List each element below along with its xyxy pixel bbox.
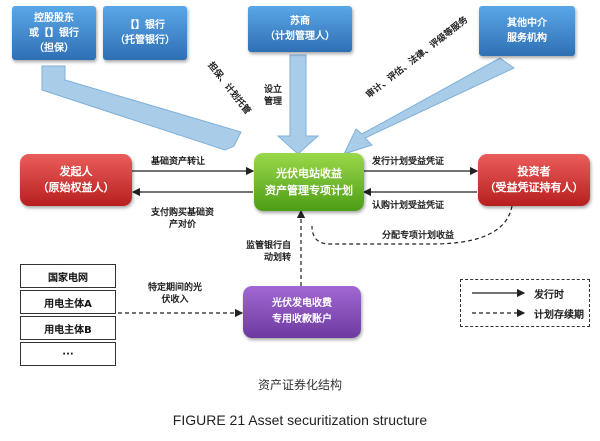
label-pv-income-line-1: 特定期间的光 xyxy=(148,283,203,293)
custodian-line-2: （托管银行） xyxy=(115,35,175,46)
label-distribute: 分配专项计划收益 xyxy=(382,231,455,241)
guarantor-line-2: 或【】银行 xyxy=(29,27,79,39)
legend-issuance-label: 发行时 xyxy=(534,290,564,301)
chinese-caption: 资产证券化结构 xyxy=(257,378,342,392)
plan-line-2: 资产管理专项计划 xyxy=(265,184,353,197)
block-arrow-guarantor-custodian xyxy=(41,65,242,151)
account-line-1: 光伏发电收费 xyxy=(272,298,332,309)
collection-account-node: 光伏发电收费 专用收款账户 xyxy=(243,286,361,338)
guarantor-node: 控股股东 或【】银行 （担保） xyxy=(12,6,96,60)
plan-line-1: 光伏电站收益 xyxy=(276,167,342,180)
manager-node: 苏商 （计划管理人） xyxy=(248,6,352,52)
originator-node: 发起人 （原始权益人） xyxy=(20,154,132,206)
agencies-line-1: 其他中介 xyxy=(507,18,547,29)
source-state-grid: 国家电网 xyxy=(20,264,116,288)
originator-line-1: 发起人 xyxy=(59,165,93,178)
label-asset-transfer: 基础资产转让 xyxy=(151,157,206,167)
investor-node: 投资者 （受益凭证持有人） xyxy=(478,154,590,206)
guarantor-line-1: 控股股东 xyxy=(34,12,74,24)
source-user-a: 用电主体A xyxy=(20,290,116,314)
label-payment: 支付购买基础资 产对价 xyxy=(151,207,214,231)
block-arrow-manager xyxy=(276,54,320,155)
label-payment-line-2: 产对价 xyxy=(169,220,197,230)
manager-line-2: （计划管理人） xyxy=(265,31,335,42)
manager-line-1: 苏商 xyxy=(290,16,310,27)
source-user-b: 用电主体B xyxy=(20,316,116,340)
figure-caption: FIGURE 21 Asset securitization structure xyxy=(172,412,428,428)
label-payment-line-1: 支付购买基础资 xyxy=(151,208,215,218)
investor-line-2: （受益凭证持有人） xyxy=(484,181,584,194)
originator-line-2: （原始权益人） xyxy=(37,181,115,194)
label-subscribe-cert: 认购计划受益凭证 xyxy=(372,201,445,211)
label-pv-income: 特定期间的光 伏收入 xyxy=(148,282,202,306)
label-establish-manage: 设立管理 xyxy=(264,85,283,107)
source-more: ··· xyxy=(20,342,116,366)
guarantor-line-3: （担保） xyxy=(34,42,74,54)
account-line-2: 专用收款账户 xyxy=(272,314,332,325)
custodian-node: 【】银行 （托管银行） xyxy=(103,6,187,60)
agencies-node: 其他中介 服务机构 xyxy=(479,6,575,56)
agencies-line-2: 服务机构 xyxy=(507,33,547,44)
legend-duration-label: 计划存续期 xyxy=(534,310,584,321)
investor-line-1: 投资者 xyxy=(517,165,551,178)
legend-box xyxy=(460,279,590,327)
special-plan-node: 光伏电站收益 资产管理专项计划 xyxy=(254,153,364,211)
label-pv-income-line-2: 伏收入 xyxy=(161,295,189,305)
block-arrow-agencies xyxy=(343,57,515,155)
label-auto-transfer-line-2: 动划转 xyxy=(264,253,292,263)
label-issue-cert: 发行计划受益凭证 xyxy=(372,157,445,167)
custodian-line-1: 【】银行 xyxy=(125,20,165,31)
label-auto-transfer-line-1: 监管银行自 xyxy=(246,241,292,251)
label-auto-transfer: 监管银行自 动划转 xyxy=(246,240,291,264)
